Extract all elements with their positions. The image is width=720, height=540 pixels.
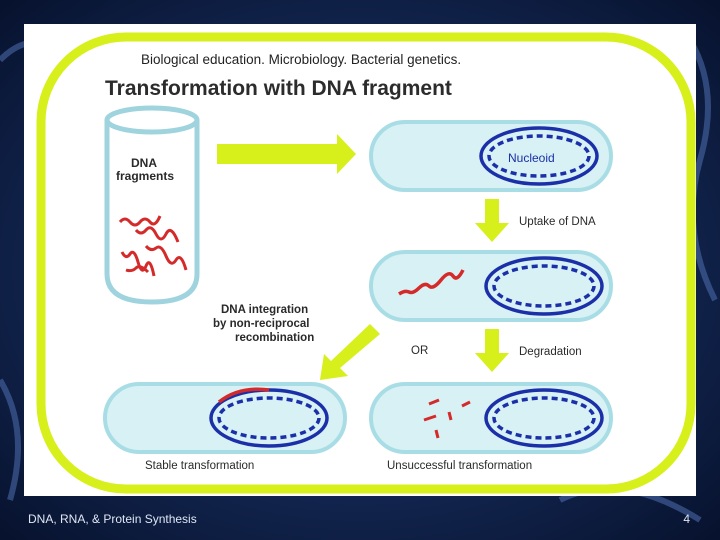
uptake-label: Uptake of DNA xyxy=(519,216,596,228)
arrow-down-icon-2 xyxy=(475,329,509,372)
nucleoid-icon-1 xyxy=(479,126,599,186)
bacterial-cell-3 xyxy=(103,382,347,454)
nucleoid-label: Nucleoid xyxy=(508,151,555,165)
degraded-fragments-icon xyxy=(423,398,471,439)
unsuccessful-transformation-label: Unsuccessful transformation xyxy=(387,460,532,472)
dna-fragments-icon xyxy=(118,215,188,277)
integration-label-1: DNA integration xyxy=(221,304,308,316)
footer-title: DNA, RNA, & Protein Synthesis xyxy=(28,512,197,526)
diagram-title: Transformation with DNA fragment xyxy=(105,77,452,100)
stable-transformation-label: Stable transformation xyxy=(145,460,254,472)
integration-label-2: by non-reciprocal xyxy=(213,318,310,330)
recombined-nucleoid-icon xyxy=(209,387,329,448)
nucleoid-icon-2 xyxy=(484,256,604,316)
or-label: OR xyxy=(411,345,428,357)
arrow-right-icon xyxy=(217,134,356,174)
dna-fragments-label-1: DNA xyxy=(131,156,157,170)
degradation-label: Degradation xyxy=(519,346,582,358)
integration-label-3: recombination xyxy=(235,332,314,344)
bacterial-cell-4 xyxy=(369,382,613,454)
nucleoid-icon-4 xyxy=(484,388,604,448)
header-text: Biological education. Microbiology. Bact… xyxy=(141,52,461,67)
bacterial-cell-1 xyxy=(369,120,613,192)
dna-fragment-icon xyxy=(398,269,465,296)
page-number: 4 xyxy=(683,512,690,526)
bacterial-cell-2 xyxy=(369,250,613,322)
transformation-diagram: Biological education. Microbiology. Bact… xyxy=(36,32,696,494)
arrow-down-icon-1 xyxy=(475,199,509,242)
arrow-down-left-icon xyxy=(320,324,380,380)
dna-fragments-label-2: fragments xyxy=(116,169,174,183)
